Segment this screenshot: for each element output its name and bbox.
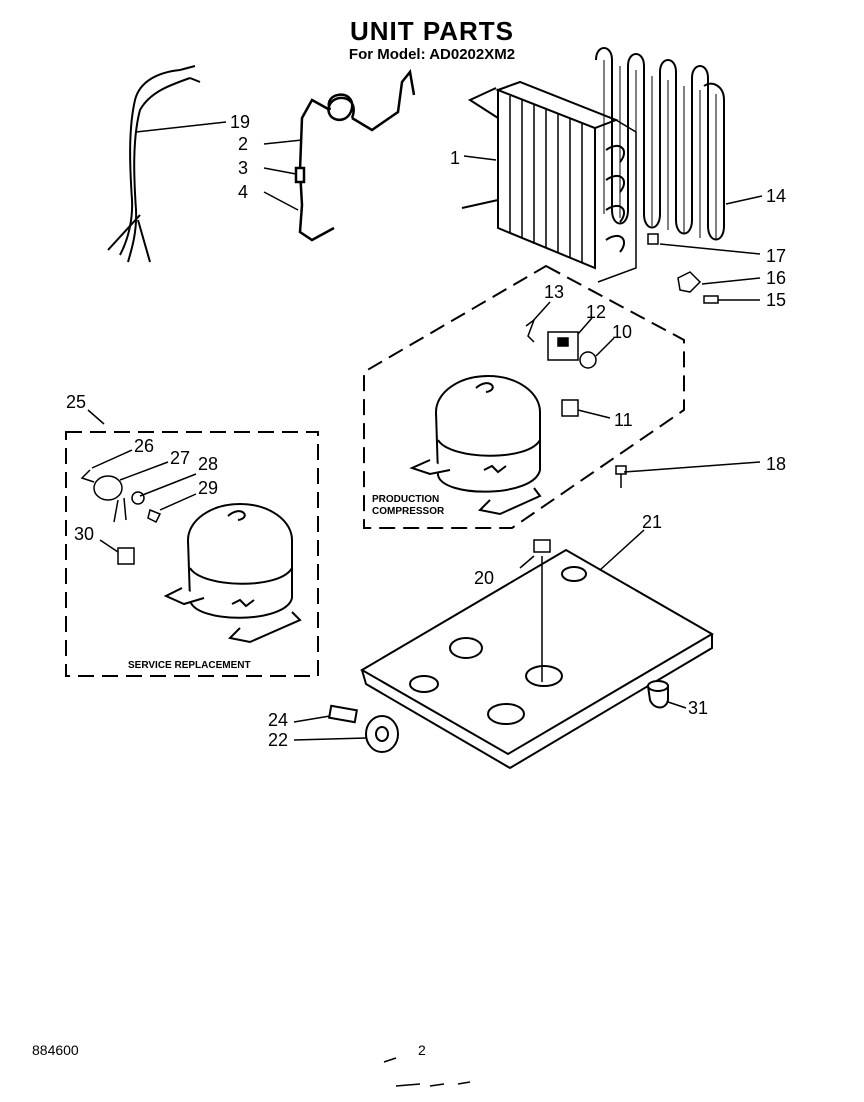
- callout-25: 25: [66, 392, 86, 412]
- production-label-line1: PRODUCTION: [372, 494, 439, 505]
- document-number: 884600: [32, 1042, 79, 1058]
- callout-30: 30: [74, 524, 94, 544]
- callout-12: 12: [586, 302, 606, 322]
- callout-16: 16: [766, 268, 786, 288]
- evaporator-coil: [461, 80, 637, 283]
- page-number: 2: [418, 1042, 426, 1058]
- condenser-coil: [595, 47, 725, 241]
- model-subtitle: For Model: AD0202XM2: [348, 46, 516, 63]
- callout-13: 13: [544, 282, 564, 302]
- callout-3: 3: [238, 158, 248, 178]
- callout-28: 28: [198, 454, 218, 474]
- callout-24: 24: [268, 710, 288, 730]
- callout-2: 2: [238, 134, 248, 154]
- clip-parts: [647, 233, 719, 304]
- grommet-20: [533, 539, 551, 553]
- production-compressor: [409, 375, 542, 516]
- callout-4: 4: [238, 182, 248, 202]
- callout-29: 29: [198, 478, 218, 498]
- capillary-tube: [294, 69, 416, 242]
- callout-31: 31: [688, 698, 708, 718]
- callout-17: 17: [766, 246, 786, 266]
- callout-10: 10: [612, 322, 632, 342]
- callout-18: 18: [766, 454, 786, 474]
- scan-marks: [383, 1057, 471, 1087]
- callout-22: 22: [268, 730, 288, 750]
- callout-27: 27: [170, 448, 190, 468]
- foot-31: [647, 680, 669, 709]
- callout-1: 1: [450, 148, 460, 168]
- page-title: UNIT PARTS: [349, 16, 515, 46]
- callout-14: 14: [766, 186, 786, 206]
- callout-11: 11: [614, 410, 633, 430]
- wire-harness: [107, 65, 201, 263]
- service-compressor: [163, 503, 302, 644]
- service-kit-parts: [80, 469, 162, 565]
- service-replacement-box: [65, 431, 319, 677]
- callout-26: 26: [134, 436, 154, 456]
- screw-18: [615, 465, 627, 488]
- leader-lines: [87, 121, 763, 741]
- callout-21: 21: [642, 512, 662, 532]
- callout-19: 19: [230, 112, 250, 132]
- relay-overload-parts: [525, 317, 597, 417]
- base-pan: [360, 548, 714, 770]
- wheel-and-axle: [327, 704, 399, 753]
- service-label: SERVICE REPLACEMENT: [128, 660, 251, 671]
- callout-20: 20: [474, 568, 494, 588]
- callout-15: 15: [766, 290, 786, 310]
- callout-numbers: 1 2 3 4 19 14 17 16 15 13 12 10 11 18 21…: [66, 112, 786, 750]
- production-compressor-box: [363, 264, 685, 529]
- production-label-line2: COMPRESSOR: [372, 506, 445, 517]
